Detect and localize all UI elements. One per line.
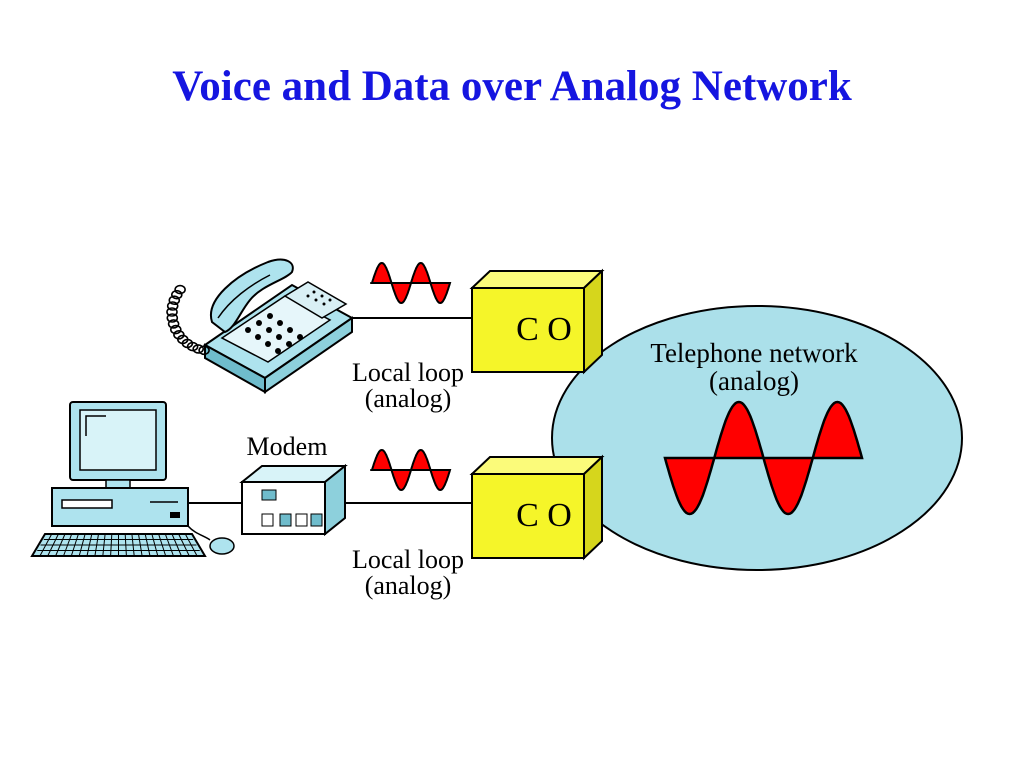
network-wave-icon — [663, 400, 864, 516]
telephone-network: Telephone network (analog) — [551, 305, 963, 571]
central-office-box-top: C O — [469, 268, 605, 375]
computer-icon — [30, 401, 235, 557]
telephone-icon — [166, 258, 354, 394]
page-title: Voice and Data over Analog Network — [172, 63, 852, 110]
network-label: Telephone network — [650, 338, 858, 368]
local-loop-sublabel: (analog) — [365, 384, 452, 413]
analog-wave-icon — [370, 261, 452, 305]
local-loop-label: Local loop — [352, 358, 464, 387]
co-label: C O — [516, 311, 572, 348]
local-loop-sublabel: (analog) — [365, 571, 452, 600]
analog-wave-icon — [370, 448, 452, 492]
network-sublabel: (analog) — [709, 366, 799, 396]
central-office-box-bottom: C O — [469, 454, 605, 561]
modem-label: Modem — [247, 432, 328, 461]
local-loop-label: Local loop — [352, 545, 464, 574]
modem-icon: Modem — [239, 432, 348, 537]
co-label: C O — [516, 497, 572, 534]
